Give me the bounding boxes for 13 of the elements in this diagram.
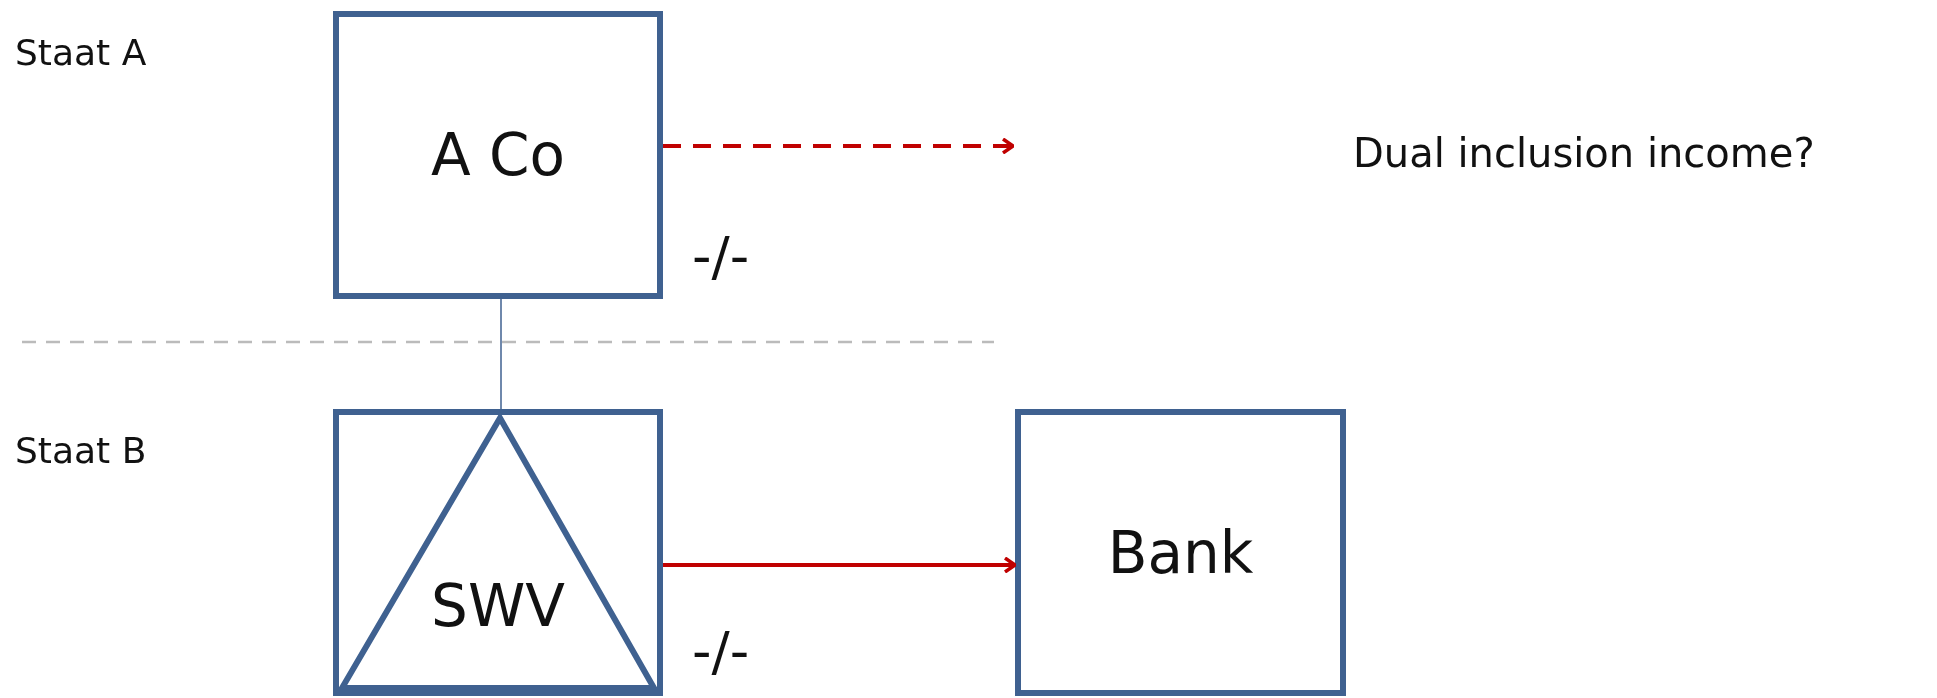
entity-box bbox=[333, 11, 663, 299]
entity-box bbox=[1015, 409, 1346, 696]
connector-line bbox=[500, 298, 502, 410]
note-label: -/- bbox=[692, 620, 750, 683]
region-label: Staat B bbox=[15, 430, 147, 471]
node-label: A Co bbox=[430, 121, 566, 189]
arrow bbox=[663, 137, 1015, 155]
arrow bbox=[663, 556, 1017, 574]
question-label: Dual inclusion income? bbox=[1353, 130, 1815, 176]
region-label: Staat A bbox=[15, 32, 147, 73]
node-label: SWV bbox=[431, 572, 565, 640]
note-label: -/- bbox=[692, 225, 750, 288]
node-label: Bank bbox=[1107, 518, 1254, 587]
